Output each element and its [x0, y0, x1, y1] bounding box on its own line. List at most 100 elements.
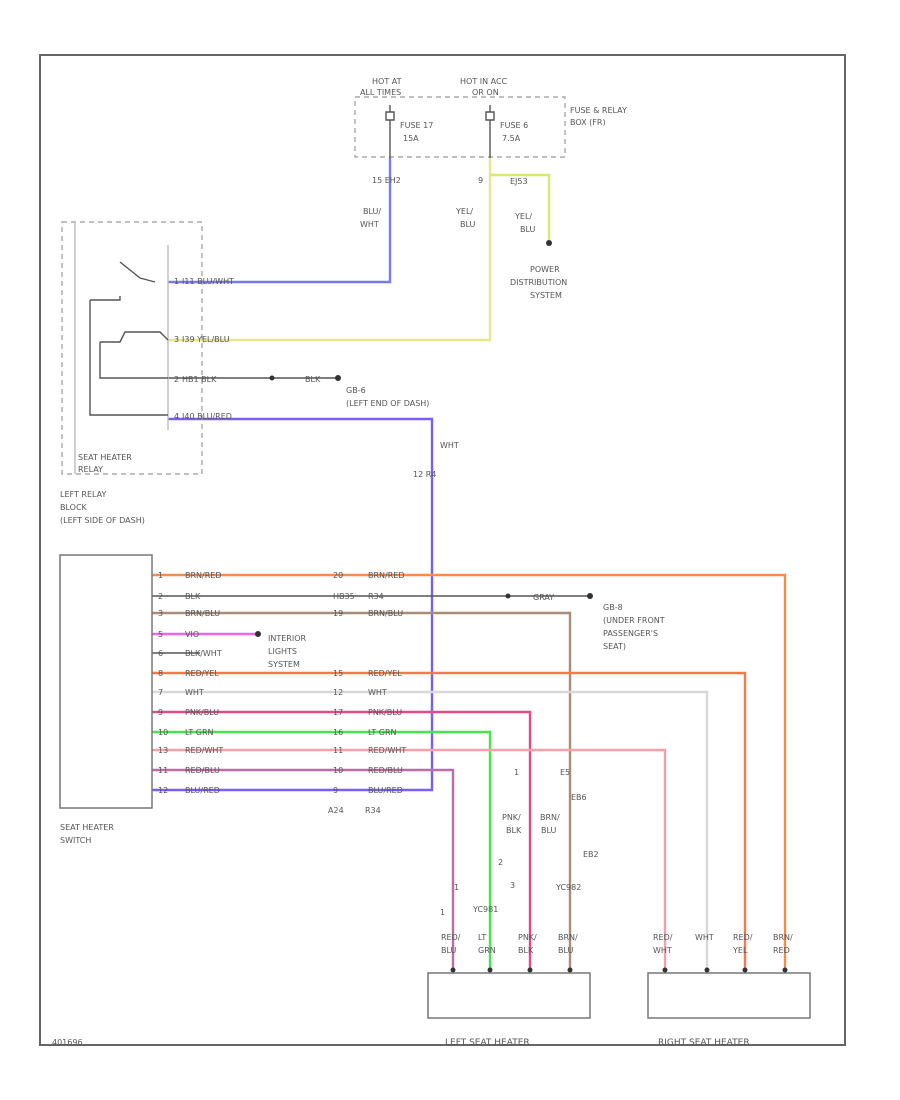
- right-heater-terminal-label: RED: [773, 946, 790, 955]
- mid-c7: 1: [454, 883, 459, 892]
- mid-c2: E5: [560, 768, 570, 777]
- switch-pin-out: WHT: [368, 688, 387, 697]
- left-heater-terminal-label: BRN/: [558, 933, 578, 942]
- gb6-ground: [335, 375, 341, 381]
- hot-in-acc-l2: OR ON: [472, 88, 499, 97]
- yel-blu-b-l1: YEL/: [514, 212, 532, 221]
- right-heater-terminal: [742, 967, 748, 973]
- fuse17-l1: FUSE 17: [400, 121, 433, 130]
- switch-pin-wire: VIO: [185, 630, 199, 639]
- switch-pin-num: 13: [158, 746, 168, 755]
- interior-l3: SYSTEM: [268, 660, 300, 669]
- wire-yel-blu: [168, 158, 492, 342]
- right-heater-terminal: [662, 967, 668, 973]
- switch-pin-num: 7: [158, 688, 163, 697]
- fuse-relay-box: HOT AT ALL TIMES HOT IN ACC OR ON FUSE 1…: [354, 77, 627, 186]
- fuse17-symbol: [385, 105, 395, 158]
- left-seat-heater: [427, 972, 591, 1019]
- hot-at-all-times-l2: ALL TIMES: [360, 88, 401, 97]
- switch-pin-out: PNK/BLU: [368, 708, 402, 717]
- left-heater-terminal: [487, 967, 493, 973]
- switch-pin-out: BLU/RED: [368, 786, 403, 795]
- switch-pin-conn: 19: [333, 609, 343, 618]
- switch-body: [59, 554, 153, 809]
- switch-pin-conn: 10: [333, 766, 343, 775]
- power-dist-terminal: [546, 240, 552, 246]
- switch-pin-conn: 11: [333, 746, 343, 755]
- switch-pin-conn: 20: [333, 571, 343, 580]
- mid-c10: YC982: [555, 883, 581, 892]
- brn-blu-l1: BRN/: [540, 813, 560, 822]
- switch-pin-conn: 15: [333, 669, 343, 678]
- switch-pin-wire: RED/BLU: [185, 766, 220, 775]
- power-dist-l2: DISTRIBUTION: [510, 278, 567, 287]
- interior-l1: INTERIOR: [268, 634, 307, 643]
- gb8-l3: PASSENGER'S: [603, 629, 658, 638]
- relay-gnd-wire: BLK: [305, 375, 321, 384]
- relay-title-l2: RELAY: [78, 465, 103, 474]
- switch-pin-out: RED/WHT: [368, 746, 406, 755]
- mid-c3: EB6: [571, 793, 587, 802]
- wire-lt-grn: [152, 730, 492, 970]
- switch-pin-conn: 17: [333, 708, 343, 717]
- yel-blu-b-l2: BLU: [520, 225, 536, 234]
- wire-brn-blu: [152, 611, 572, 970]
- switch-title-l1: SEAT HEATER: [60, 823, 114, 832]
- blu-wht-l2: WHT: [360, 220, 379, 229]
- wht-conn-l1: WHT: [440, 441, 459, 450]
- relay-coil: [100, 331, 169, 343]
- mid-c1: 1: [514, 768, 519, 777]
- wire-blu-wht: [168, 158, 392, 284]
- fuse-box-title-l1: FUSE & RELAY: [570, 106, 627, 115]
- yel-blu-a-l2: BLU: [460, 220, 476, 229]
- right-heater-terminal: [704, 967, 710, 973]
- switch-pin-wire: BLK/WHT: [185, 649, 222, 658]
- switch-pin-num: 5: [158, 630, 163, 639]
- fuse-left-pin: 15 EH2: [372, 176, 401, 185]
- switch-pin-out: BRN/BLU: [368, 609, 403, 618]
- switch-pin-num: 2: [158, 592, 163, 601]
- switch-pin-conn: HB35: [333, 592, 355, 601]
- fuse6-symbol: [485, 105, 495, 158]
- pnk-blk-l1: PNK/: [502, 813, 521, 822]
- right-heater-terminal-label: WHT: [695, 933, 714, 942]
- right-heater-terminal: [782, 967, 788, 973]
- right-heater-terminal-label: WHT: [653, 946, 672, 955]
- fuse17-l2: 15A: [403, 134, 419, 143]
- wire-pnk-blu: [152, 710, 532, 970]
- left-heater-terminal-label: GRN: [478, 946, 496, 955]
- wire-yel-blu-power: [490, 173, 551, 243]
- switch-pin-wire: RED/WHT: [185, 746, 223, 755]
- gb6-l1: GB-6: [346, 386, 366, 395]
- seat-heater-relay: 1 3 2 4 I11 BLU/WHT I39 YEL/BLU HB1 BLK …: [60, 221, 234, 525]
- mid-c8: 1: [440, 908, 445, 917]
- switch-pin-num: 10: [158, 728, 168, 737]
- relay-coil-path-b: [99, 342, 168, 379]
- switch-pin-wire: LT GRN: [185, 728, 214, 737]
- switch-pin-num: 8: [158, 669, 163, 678]
- relay-wire3: HB1 BLK: [182, 375, 217, 384]
- left-heater-terminal-label: BLK: [518, 946, 534, 955]
- wire-layer: [152, 158, 787, 970]
- relay-wire4: I40 BLU/RED: [182, 412, 232, 421]
- gb6-l2: (LEFT END OF DASH): [346, 399, 429, 408]
- relay-pin4: 4: [174, 412, 179, 421]
- gb8-l1: GB-8: [603, 603, 623, 612]
- relay-block-l3: (LEFT SIDE OF DASH): [60, 516, 145, 525]
- brn-blu-l2: BLU: [541, 826, 557, 835]
- left-heater-title: LEFT SEAT HEATER: [445, 1038, 530, 1048]
- interior-lights-terminal: [255, 631, 261, 637]
- relay-wire2: I39 YEL/BLU: [182, 335, 230, 344]
- switch-title-l2: SWITCH: [60, 836, 91, 845]
- yel-blu-a-l1: YEL/: [455, 207, 473, 216]
- blu-wht-l1: BLU/: [363, 207, 381, 216]
- switch-pin-num: 9: [158, 708, 163, 717]
- hot-at-all-times-l1: HOT AT: [372, 77, 402, 86]
- relay-pin2: 3: [174, 335, 179, 344]
- left-heater-terminal-label: BLU: [441, 946, 457, 955]
- switch-pin-conn: 12: [333, 688, 343, 697]
- wire-blu-red-relay: [152, 417, 434, 792]
- fuse-right-conn: EJ53: [510, 177, 528, 186]
